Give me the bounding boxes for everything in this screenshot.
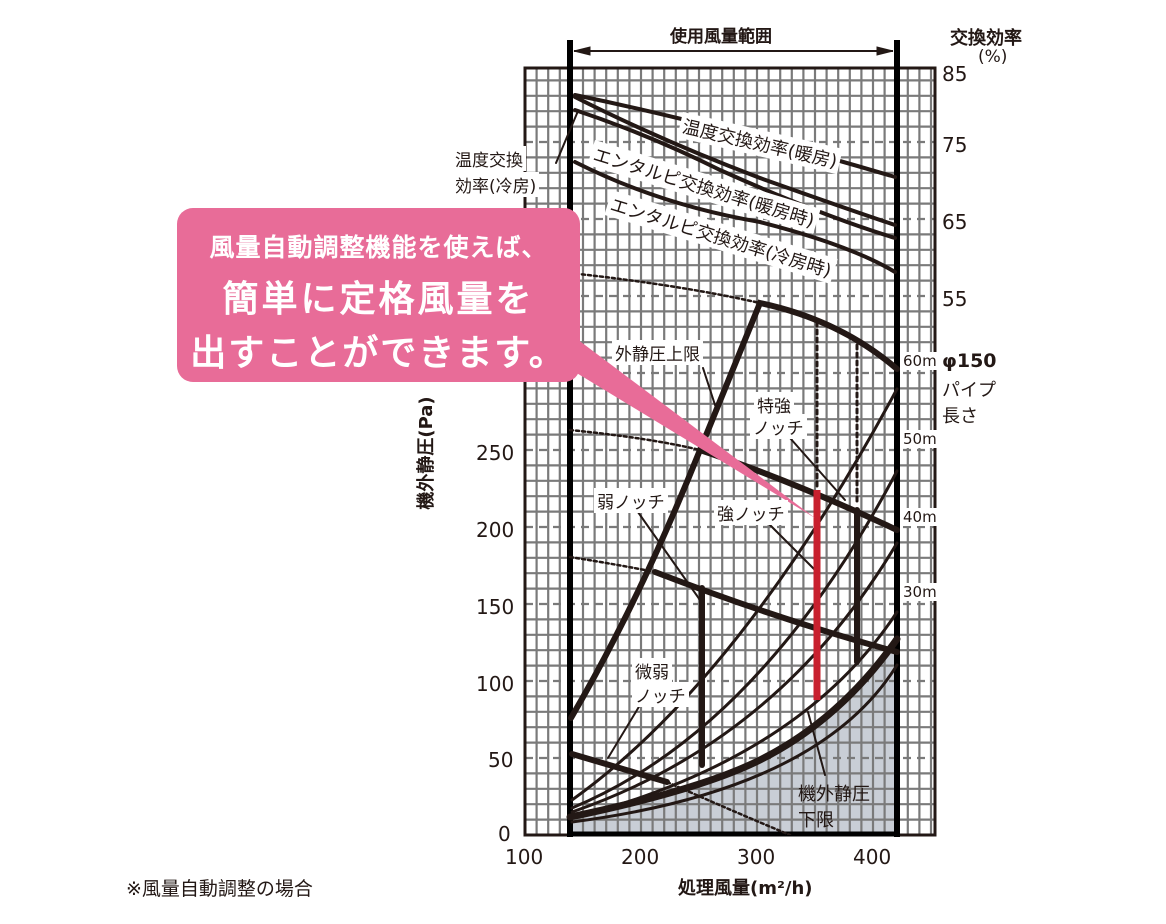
efficiency-tick-55: 55 xyxy=(942,287,968,311)
label-lower-limit-2: 下限 xyxy=(798,810,834,831)
leader-upper-limit xyxy=(702,367,717,409)
temp-efficiency-cooling-curve xyxy=(573,108,897,240)
x-tick-300: 300 xyxy=(737,845,776,869)
leader-extra-strong xyxy=(789,437,846,501)
label-extra-strong-1: 特強 xyxy=(754,392,794,417)
y-axis-title: 機外静圧(Pa) xyxy=(416,396,437,510)
y-tick-200: 200 xyxy=(476,518,515,542)
usage-range-arrow xyxy=(573,46,894,56)
leader-lower-limit xyxy=(807,711,826,776)
x-tick-100: 100 xyxy=(505,845,544,869)
footnote: ※風量自動調整の場合 xyxy=(126,878,313,900)
y-tick-50: 50 xyxy=(488,748,514,772)
leader-very-weak xyxy=(607,704,641,759)
y-tick-250: 250 xyxy=(476,441,515,465)
leader-weak xyxy=(632,504,701,601)
dotted-extension-mid xyxy=(568,428,702,452)
x-axis-title: 処理風量(m²/h) xyxy=(678,878,813,899)
x-tick-400: 400 xyxy=(853,845,892,869)
efficiency-tick-85: 85 xyxy=(942,62,968,86)
callout-line-3: 出すことができます。 xyxy=(190,333,567,374)
leader-strong xyxy=(769,524,816,571)
very-weak-notch-curve xyxy=(569,751,670,785)
enthalpy-efficiency-heating-curve xyxy=(573,95,897,227)
label-upper-limit: 外静圧上限 xyxy=(612,340,703,365)
y-tick-0: 0 xyxy=(498,822,511,846)
label-temp-cooling-1: 温度交換 xyxy=(452,146,526,171)
label-weak: 弱ノッチ xyxy=(594,488,668,513)
pipe-40m-curve xyxy=(570,541,899,814)
pipe-60m-curve xyxy=(570,387,899,802)
callout-bubble: 風量自動調整機能を使えば、 簡単に定格風量を 出すことができます。 xyxy=(177,208,580,382)
pipe-label-1: φ150 xyxy=(942,350,997,372)
label-lower-limit-1: 機外静圧 xyxy=(798,784,870,805)
pipe-label-2: パイプ xyxy=(942,380,996,401)
dotted-extension-bottom xyxy=(665,780,792,835)
callout-line-2: 簡単に定格風量を xyxy=(222,279,535,320)
pipe-label-3: 長さ xyxy=(942,406,978,427)
weak-notch-curve xyxy=(652,569,900,655)
callout-tail xyxy=(565,330,815,518)
enthalpy-efficiency-cooling-curve xyxy=(573,160,897,274)
efficiency-tick-65: 65 xyxy=(942,210,968,234)
pipe-50m-label: 50m xyxy=(900,430,940,448)
label-very-weak-2: ノッチ xyxy=(632,682,689,707)
x-tick-200: 200 xyxy=(621,845,660,869)
pipe-extra-curve xyxy=(570,663,899,824)
lower-limit-curve xyxy=(566,635,901,821)
y-tick-150: 150 xyxy=(476,595,515,619)
leader-temp-cooling xyxy=(555,110,579,164)
efficiency-tick-75: 75 xyxy=(942,133,968,157)
dotted-extension-low xyxy=(568,555,657,574)
label-very-weak-1: 微弱 xyxy=(632,658,672,683)
label-temp-cooling-2: 効率(冷房) xyxy=(452,172,540,197)
y-tick-100: 100 xyxy=(476,672,515,696)
usage-range-label: 使用風量範囲 xyxy=(670,27,772,47)
pipe-30m-label: 30m xyxy=(900,583,940,601)
pipe-60m-label: 60m xyxy=(900,352,940,370)
efficiency-axis-title: 交換効率 xyxy=(950,28,1022,49)
pipe-40m-label: 40m xyxy=(900,508,940,526)
upper-limit-curve xyxy=(568,299,900,721)
label-strong: 強ノッチ xyxy=(714,500,788,525)
efficiency-axis-unit: (%) xyxy=(978,47,1008,67)
dotted-extension-top xyxy=(568,271,762,305)
callout-line-1: 風量自動調整機能を使えば、 xyxy=(209,233,548,262)
label-extra-strong-2: ノッチ xyxy=(750,414,807,439)
